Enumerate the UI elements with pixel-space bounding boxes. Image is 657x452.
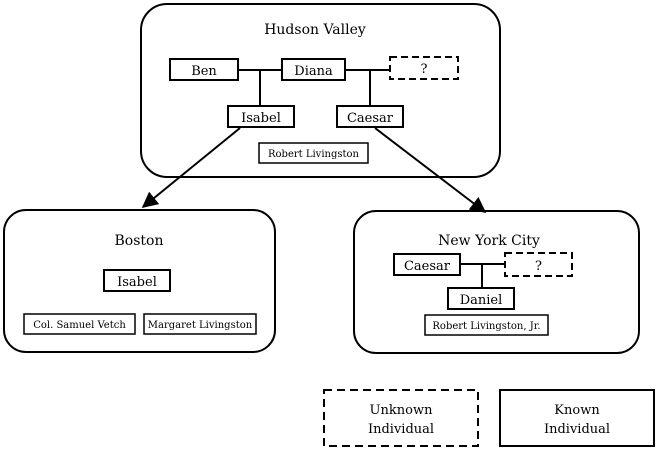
region-title-hudson-valley: Hudson Valley <box>264 22 366 38</box>
family-connectors-hudson <box>238 69 390 106</box>
legend-known-line1: Known <box>554 403 600 418</box>
person-name-caesar-nyc: Caesar <box>404 259 451 274</box>
migration-arrows <box>141 127 487 213</box>
person-box-margaret-livingston: Margaret Livingston <box>143 313 257 335</box>
legend-unknown-line2: Individual <box>368 422 434 437</box>
person-box-isabel-boston: Isabel <box>103 269 171 292</box>
region-hudson-valley: Hudson Valley Ben Diana ? Isabel Caesar <box>140 3 501 178</box>
person-name-daniel: Daniel <box>460 293 503 308</box>
person-box-robert-livingston-jr: Robert Livingston, Jr. <box>424 314 549 336</box>
person-box-ben: Ben <box>169 58 239 81</box>
person-box-daniel: Daniel <box>447 287 515 310</box>
person-name-robert-livingston-jr: Robert Livingston, Jr. <box>432 321 540 332</box>
person-box-isabel-hudson: Isabel <box>227 105 295 128</box>
person-name-margaret-livingston: Margaret Livingston <box>148 320 253 331</box>
arrow-caesar-to-nyc <box>374 127 487 213</box>
region-boston: Boston Isabel Col. Samuel Vetch Margaret… <box>3 209 276 353</box>
person-name-unknown-nyc: ? <box>535 259 542 274</box>
arrow-isabel-to-boston <box>141 127 241 209</box>
person-name-ben: Ben <box>191 64 217 79</box>
person-name-diana: Diana <box>294 64 333 79</box>
legend-unknown-line1: Unknown <box>370 403 434 418</box>
region-title-boston: Boston <box>115 233 164 249</box>
person-box-unknown-partner-hudson: ? <box>389 56 459 80</box>
person-name-robert-livingston: Robert Livingston <box>268 149 360 160</box>
legend-known-line2: Individual <box>544 422 610 437</box>
legend: Unknown Individual Known Individual <box>323 389 655 447</box>
region-new-york-city: New York City Caesar ? Daniel Robert Liv… <box>353 210 640 354</box>
person-name-caesar-hudson: Caesar <box>347 111 394 126</box>
person-box-unknown-partner-nyc: ? <box>504 252 573 277</box>
person-box-samuel-vetch: Col. Samuel Vetch <box>23 313 136 335</box>
person-name-isabel-hudson: Isabel <box>241 111 281 126</box>
person-box-diana: Diana <box>281 58 346 81</box>
legend-unknown-individual: Unknown Individual <box>323 389 479 447</box>
person-name-isabel-boston: Isabel <box>117 275 157 290</box>
family-connectors-nyc <box>460 263 505 288</box>
person-box-caesar-nyc: Caesar <box>393 253 461 276</box>
legend-known-individual: Known Individual <box>499 389 655 447</box>
person-name-unknown-hudson: ? <box>421 62 428 77</box>
region-title-new-york-city: New York City <box>438 233 540 249</box>
person-box-caesar-hudson: Caesar <box>336 105 404 128</box>
person-box-robert-livingston: Robert Livingston <box>258 142 369 164</box>
person-name-samuel-vetch: Col. Samuel Vetch <box>33 320 126 331</box>
